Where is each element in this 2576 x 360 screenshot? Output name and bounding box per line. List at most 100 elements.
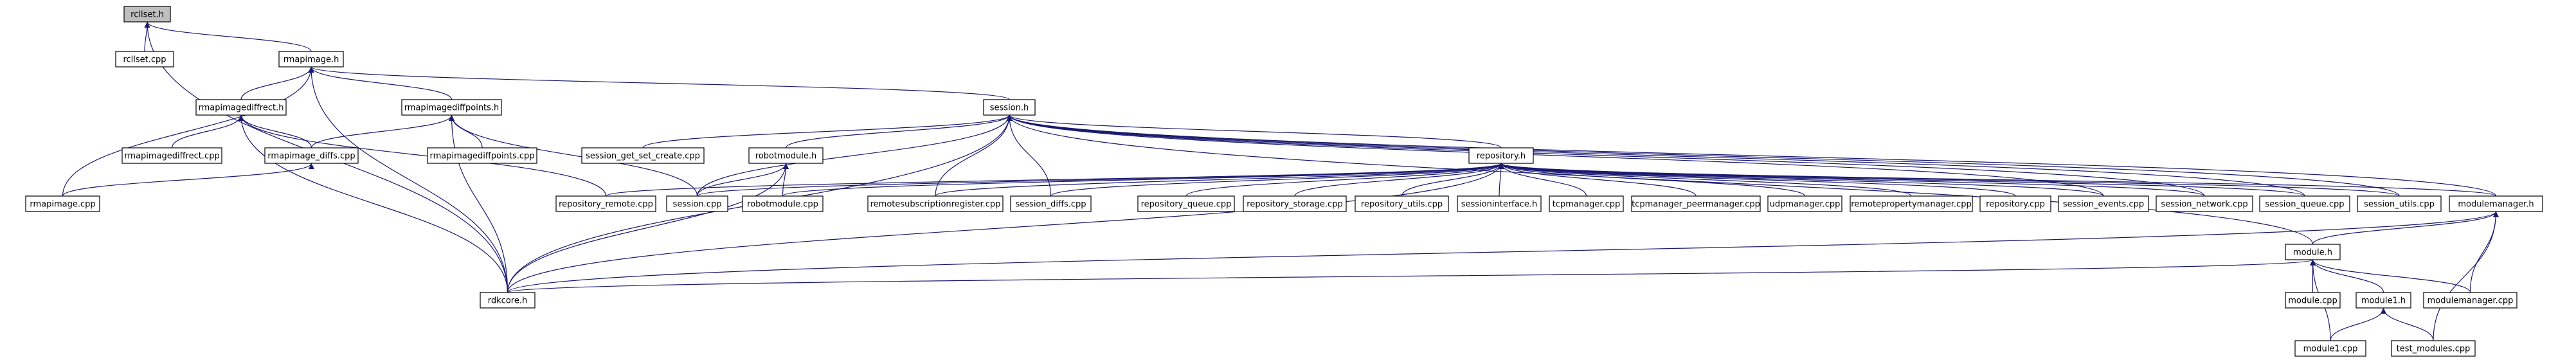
node-udpmanager-cpp[interactable]: udpmanager.cpp xyxy=(1767,195,1842,212)
node-session-queue-cpp[interactable]: session_queue.cpp xyxy=(2259,195,2350,212)
node-rmapimage-h[interactable]: rmapimage.h xyxy=(278,51,344,68)
edge-session_h-to-session_get_set_create_cpp xyxy=(642,114,1013,148)
node-box xyxy=(123,6,171,22)
node-label: rcllset.cpp xyxy=(123,55,166,65)
node-label: rdkcore.h xyxy=(488,296,527,306)
edge-repository_h-to-repository_storage_cpp xyxy=(1294,163,1504,197)
node-repository-storage-cpp[interactable]: repository_storage.cpp xyxy=(1243,195,1347,212)
edge-rmapimagediffpoints_h-to-rdkcore_h xyxy=(449,114,509,293)
node-tcpmanager-cpp[interactable]: tcpmanager.cpp xyxy=(1549,195,1624,212)
node-label: remotepropertymanager.cpp xyxy=(1851,200,1971,210)
node-repository-queue-cpp[interactable]: repository_queue.cpp xyxy=(1137,195,1235,212)
node-remotesubscriptionregister-cpp[interactable]: remotesubscriptionregister.cpp xyxy=(867,195,1004,212)
edge-rmapimagediffrect_h-to-repository_remote_cpp xyxy=(238,114,607,197)
edge-robotmodule_h-to-session_cpp xyxy=(696,163,789,197)
edge-session_h-to-modulemanager_h xyxy=(1006,114,2497,197)
edge-rmapimagediffpoints_h-to-rmapimagediffpoints_cpp xyxy=(449,114,483,148)
edge-rmapimage_h-to-rdkcore_h xyxy=(308,66,509,293)
node-sessioninterface-h[interactable]: sessioninterface.h xyxy=(1457,195,1542,212)
node-box xyxy=(122,147,222,164)
edge-repository_h-to-session_diffs_cpp xyxy=(1050,163,1504,197)
node-label: robotmodule.cpp xyxy=(747,200,818,210)
edge-rmapimagediffrect_h-to-rdkcore_h xyxy=(238,114,509,293)
node-repository-remote-cpp[interactable]: repository_remote.cpp xyxy=(555,195,656,212)
node-session-network-cpp[interactable]: session_network.cpp xyxy=(2156,195,2253,212)
node-box xyxy=(1137,195,1235,212)
node-box xyxy=(401,99,502,116)
node-module1-cpp[interactable]: module1.cpp xyxy=(2294,340,2366,357)
node-label: rmapimagediffpoints.h xyxy=(404,104,500,113)
node-label: session_diffs.cpp xyxy=(1016,200,1086,210)
node-box xyxy=(264,147,359,164)
node-box xyxy=(115,51,174,68)
node-session-h[interactable]: session.h xyxy=(983,99,1036,116)
node-box xyxy=(581,147,705,164)
node-rmapimage-cpp[interactable]: rmapimage.cpp xyxy=(25,195,100,212)
edge-repository_h-to-repository_utils_cpp xyxy=(1401,163,1504,197)
node-box xyxy=(2391,340,2476,357)
node-modulemanager-cpp[interactable]: modulemanager.cpp xyxy=(2423,292,2517,309)
node-label: repository_storage.cpp xyxy=(1247,200,1342,210)
node-box xyxy=(427,147,537,164)
node-rcllset-h[interactable]: rcllset.h xyxy=(123,6,171,22)
node-rdkcore-h[interactable]: rdkcore.h xyxy=(480,292,536,309)
node-box xyxy=(983,99,1036,116)
node-label: sessioninterface.h xyxy=(1461,200,1537,210)
node-rmapimagediffpoints-cpp[interactable]: rmapimagediffpoints.cpp xyxy=(427,147,537,164)
edge-rmapimage_h-to-rmapimagediffpoints_h xyxy=(308,66,453,100)
edge-repository_h-to-udpmanager_cpp xyxy=(1498,163,1806,197)
node-remotepropertymanager-cpp[interactable]: remotepropertymanager.cpp xyxy=(1850,195,1973,212)
edge-rcllset_h-to-rcllset_cpp xyxy=(144,21,150,52)
node-label: rmapimage.h xyxy=(284,55,339,65)
edge-modulemanager_h-to-test_modules_cpp xyxy=(2433,211,2499,341)
node-session-get-set-create-cpp[interactable]: session_get_set_create.cpp xyxy=(581,147,705,164)
node-rmapimagediffrect-cpp[interactable]: rmapimagediffrect.cpp xyxy=(122,147,222,164)
node-box xyxy=(1979,195,2051,212)
node-rmapimagediffrect-h[interactable]: rmapimagediffrect.h xyxy=(195,99,287,116)
edge-rmapimage_diffs_cpp-to-rmapimage_cpp xyxy=(62,163,314,197)
node-box xyxy=(2259,195,2350,212)
node-rmapimage-diffs-cpp[interactable]: rmapimage_diffs.cpp xyxy=(264,147,359,164)
node-session-events-cpp[interactable]: session_events.cpp xyxy=(2058,195,2149,212)
node-label: repository_utils.cpp xyxy=(1361,200,1443,210)
node-module-cpp[interactable]: module.cpp xyxy=(2285,292,2341,309)
node-label: rcllset.h xyxy=(131,10,164,20)
node-label: rmapimagediffrect.cpp xyxy=(124,152,219,161)
node-label: module1.h xyxy=(2361,296,2406,306)
node-repository-h[interactable]: repository.h xyxy=(1468,147,1534,164)
edge-session_h-to-session_network_cpp xyxy=(1006,114,2205,197)
node-box xyxy=(1457,195,1542,212)
edge-session_h-to-repository_h xyxy=(1006,114,1502,148)
node-label: session_events.cpp xyxy=(2063,200,2144,210)
edge-repository_h-to-session_queue_cpp xyxy=(1498,163,2305,197)
node-robotmodule-cpp[interactable]: robotmodule.cpp xyxy=(742,195,824,212)
node-session-utils-cpp[interactable]: session_utils.cpp xyxy=(2357,195,2442,212)
edge-rmapimage_h-to-rmapimage_cpp xyxy=(62,66,314,197)
node-repository-utils-cpp[interactable]: repository_utils.cpp xyxy=(1355,195,1449,212)
node-session-diffs-cpp[interactable]: session_diffs.cpp xyxy=(1010,195,1092,212)
edge-session_h-to-session_cpp xyxy=(696,114,1013,197)
edge-repository_h-to-tcpmanager_peermanager_cpp xyxy=(1498,163,1697,197)
node-test-modules-cpp[interactable]: test_modules.cpp xyxy=(2391,340,2476,357)
node-label: modulemanager.h xyxy=(2458,200,2534,210)
node-layer: rcllset.h rcllset.cpp rmapimage.h rmapimage… xyxy=(25,6,2543,357)
node-module-h[interactable]: module.h xyxy=(2285,244,2341,260)
node-module1-h[interactable]: module1.h xyxy=(2355,292,2411,309)
node-repository-cpp[interactable]: repository.cpp xyxy=(1979,195,2051,212)
node-session-cpp[interactable]: session.cpp xyxy=(666,195,728,212)
node-robotmodule-h[interactable]: robotmodule.h xyxy=(748,147,824,164)
node-modulemanager-h[interactable]: modulemanager.h xyxy=(2449,195,2543,212)
node-box xyxy=(2285,244,2341,260)
node-box xyxy=(1549,195,1624,212)
node-box xyxy=(2449,195,2543,212)
node-label: repository_remote.cpp xyxy=(559,200,653,210)
edge-robotmodule_h-to-rdkcore_h xyxy=(507,163,789,293)
node-box xyxy=(1767,195,1842,212)
edge-module1_h-to-test_modules_cpp xyxy=(2381,307,2434,341)
edge-layer xyxy=(62,21,2499,341)
node-rcllset-cpp[interactable]: rcllset.cpp xyxy=(115,51,174,68)
edge-modulemanager_h-to-module_h xyxy=(2312,211,2499,245)
node-tcpmanager-peermanager-cpp[interactable]: tcpmanager_peermanager.cpp xyxy=(1631,195,1761,212)
node-rmapimagediffpoints-h[interactable]: rmapimagediffpoints.h xyxy=(401,99,502,116)
node-box xyxy=(195,99,287,116)
